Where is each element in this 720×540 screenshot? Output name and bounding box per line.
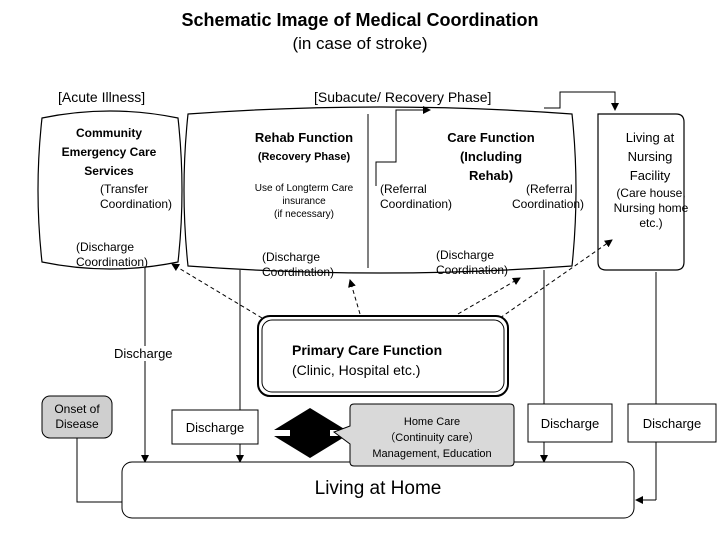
community-title: Community Emergency Care Services: [61, 126, 157, 178]
discharge-right1: Discharge: [540, 416, 600, 431]
community-box-shape: [37, 110, 183, 270]
care-title: Care Function (Including Rehab): [447, 130, 535, 183]
rehab-title: Rehab Function: [254, 130, 354, 145]
rehab-care-box-shape: [183, 106, 577, 274]
phase-subacute: [Subacute/ Recovery Phase]: [314, 89, 492, 105]
phase-acute: [Acute Illness]: [58, 89, 146, 105]
community-discharge-coordination: (Discharge Coordination): [76, 240, 149, 269]
diagram-title: Schematic Image of Medical Coordination …: [120, 8, 600, 56]
discharge-right2: Discharge: [642, 416, 702, 431]
onset-of-disease: Onset of Disease: [54, 402, 100, 431]
primary-care-text: Primary Care Function (Clinic, Hospital …: [292, 340, 442, 380]
home-care-callout-shape: [332, 403, 515, 467]
care-discharge-coordination: (Discharge Coordination): [436, 248, 509, 277]
nursing-sub: (Care house, Nursing home etc.): [613, 186, 689, 230]
discharge-center: Discharge: [185, 420, 245, 435]
nursing-title: Living at Nursing Facility: [625, 130, 675, 183]
home-primary-arrow: [272, 404, 310, 406]
rehab-discharge-coordination: (Discharge Coordination): [262, 250, 335, 279]
care-referral-coordination: (Referral Coordination): [380, 182, 453, 211]
title-line1: Schematic Image of Medical Coordination: [181, 10, 539, 30]
home-care: Home Care （Continuity care） Management, …: [372, 416, 492, 460]
rehab-insurance: Use of Longterm Care insurance (if neces…: [254, 183, 354, 220]
primary-care-line2: (Clinic, Hospital etc.): [292, 362, 421, 378]
title-line2: (in case of stroke): [292, 34, 428, 53]
nursing-referral-coordination: (Referral Coordination): [512, 182, 585, 211]
community-transfer: (Transfer Coordination): [100, 182, 173, 211]
primary-care-line1: Primary Care Function: [292, 342, 443, 358]
living-at-home: Living at Home: [314, 478, 442, 499]
nursing-box-shape: [597, 113, 685, 271]
rehab-sub: (Recovery Phase): [257, 151, 351, 163]
discharge-left: Discharge: [114, 346, 173, 361]
